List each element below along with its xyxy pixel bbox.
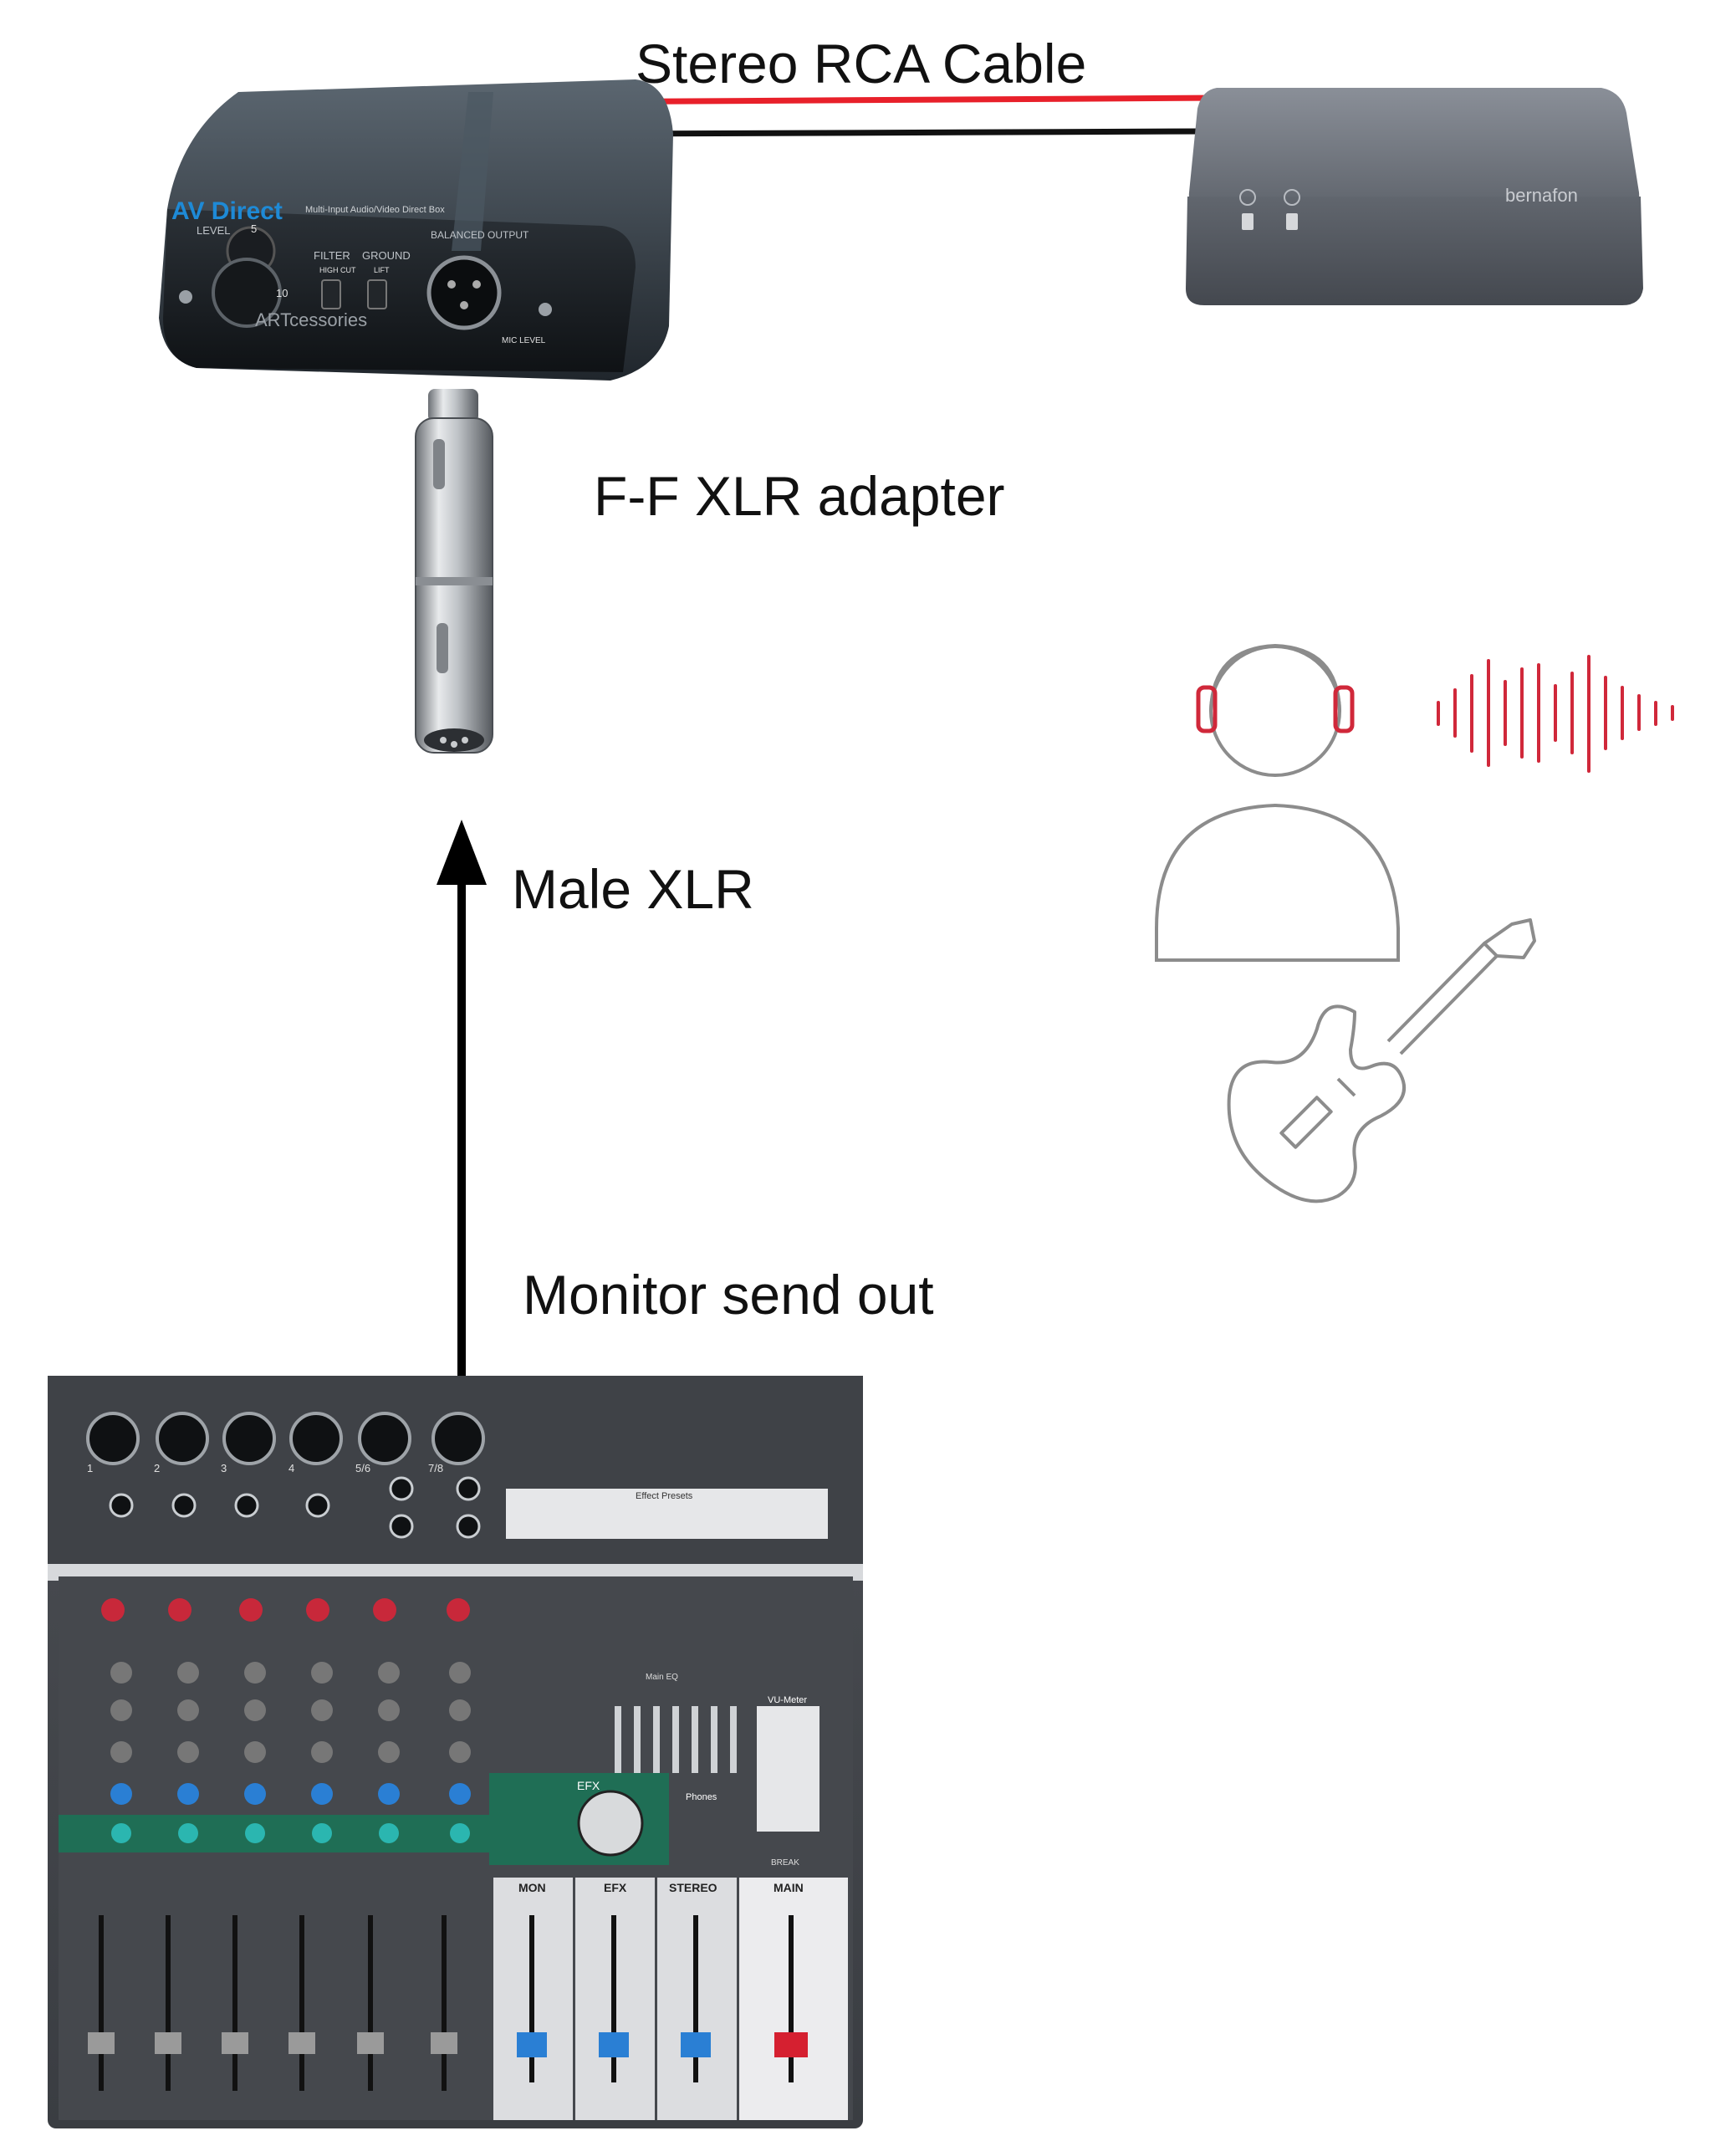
di-level-label: LEVEL	[197, 224, 230, 237]
di-level-mark-5: 5	[251, 222, 257, 235]
efx-label: EFX	[577, 1779, 600, 1792]
sound-wave-icon	[1437, 655, 1674, 773]
male-xlr-label: Male XLR	[512, 858, 754, 920]
stereo-return-label: STEREO	[669, 1881, 717, 1894]
stereo-fader	[681, 2032, 711, 2057]
di-ground-option: LIFT	[374, 266, 390, 274]
pair-icon	[1284, 189, 1300, 206]
level-knob	[212, 258, 282, 328]
channel-knobs	[101, 1598, 471, 1805]
xlr-output-jack	[426, 255, 502, 330]
di-output-label: BALANCED OUTPUT	[431, 229, 529, 241]
phones-label: Phones	[686, 1792, 717, 1802]
mon-label: MON	[518, 1881, 546, 1894]
rca-black-wire	[622, 128, 1205, 137]
streamer-brand: bernafon	[1505, 185, 1578, 206]
efx-strip	[59, 1815, 502, 1852]
efx-fader	[599, 2032, 629, 2057]
channel-label-1: 1	[87, 1462, 93, 1474]
mixer-line-inputs	[109, 1476, 481, 1539]
di-mic-level: MIC LEVEL	[502, 336, 546, 345]
rca-cable	[555, 95, 1222, 137]
effect-presets-panel	[506, 1489, 828, 1539]
di-brand-text: AV Direct	[171, 197, 283, 225]
mixer-xlr-inputs	[86, 1412, 485, 1465]
vu-meter	[757, 1706, 819, 1832]
rca-cable-label: Stereo RCA Cable	[636, 33, 1087, 95]
di-filter-label: FILTER	[314, 249, 350, 262]
di-maker: ARTcessories	[255, 309, 367, 330]
break-label: BREAK	[771, 1858, 799, 1868]
monitor-send-label: Monitor send out	[523, 1264, 934, 1326]
main-fader	[774, 2032, 808, 2057]
tv-streamer-device	[1186, 88, 1643, 305]
channel-faders	[88, 1915, 457, 2091]
main-eq-faders	[615, 1706, 737, 1773]
audio-mixer-device	[48, 1376, 863, 2128]
di-level-mark-10: 10	[276, 287, 288, 299]
rca-red-wire	[555, 95, 1222, 105]
main-eq-label: Main EQ	[646, 1673, 678, 1682]
channel-label-56: 5/6	[355, 1462, 370, 1474]
di-ground-label: GROUND	[362, 249, 411, 262]
channel-label-78: 7/8	[428, 1462, 443, 1474]
main-label: MAIN	[774, 1881, 804, 1894]
mon-fader	[517, 2032, 547, 2057]
electric-guitar-icon	[1227, 918, 1536, 1203]
channel-label-3: 3	[221, 1462, 227, 1474]
efx-return-label: EFX	[604, 1881, 627, 1894]
di-filter-option: HIGH CUT	[319, 266, 356, 274]
arrow-up-icon	[437, 820, 487, 1388]
ground-switch	[367, 279, 387, 309]
xlr-adapter	[415, 389, 493, 754]
xlr-adapter-label: F-F XLR adapter	[594, 465, 1005, 527]
di-box-device	[159, 79, 673, 381]
channel-label-4: 4	[288, 1462, 294, 1474]
filter-switch	[321, 279, 341, 309]
vu-meter-label: VU-Meter	[768, 1695, 807, 1705]
di-subtitle: Multi-Input Audio/Video Direct Box	[305, 205, 445, 215]
power-icon	[1239, 189, 1256, 206]
channel-label-2: 2	[154, 1462, 160, 1474]
person-with-headphones-icon	[1155, 643, 1400, 962]
effect-presets-title: Effect Presets	[636, 1491, 693, 1501]
